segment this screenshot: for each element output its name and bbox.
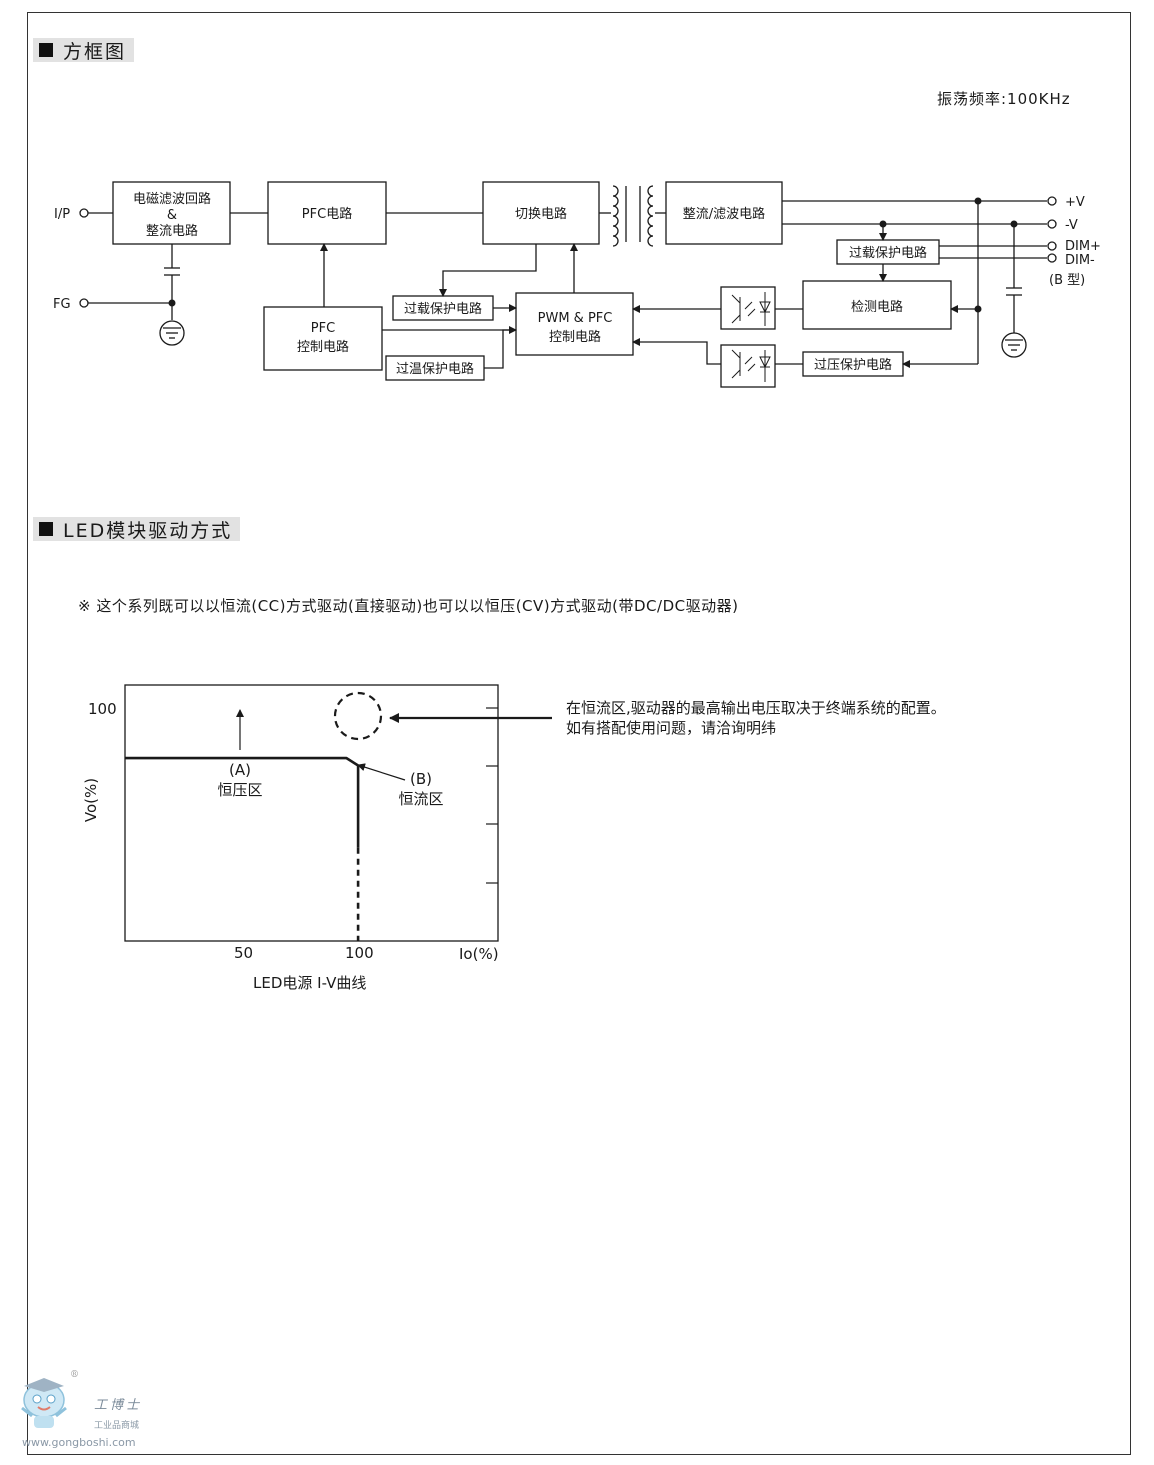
region-b-arrow xyxy=(357,763,406,781)
vminus-label: -V xyxy=(1065,218,1078,233)
pfc-ctrl-label-2: 控制电路 xyxy=(297,339,349,355)
knee-highlight-circle xyxy=(333,691,383,741)
region-a-name: 恒压区 xyxy=(217,781,262,799)
mascot-icon xyxy=(21,1378,67,1428)
y-tick-100: 100 xyxy=(88,700,117,718)
annotation-line-1: 在恒流区,驱动器的最高输出电压取决于终端系统的配置。 xyxy=(566,699,946,717)
section-bullet-icon xyxy=(39,522,53,536)
ip-label: I/P xyxy=(54,207,70,222)
switch-label: 切换电路 xyxy=(515,206,567,222)
pwm-label-2: 控制电路 xyxy=(549,329,601,345)
frequency-label: 振荡频率:100KHz xyxy=(937,90,1071,108)
dimminus-label: DIM- xyxy=(1065,253,1095,268)
region-a-label: (A) xyxy=(229,761,251,779)
registered-mark: ® xyxy=(70,1370,79,1380)
chart-caption: LED电源 I-V曲线 xyxy=(253,974,366,992)
x-tick-100: 100 xyxy=(345,944,374,962)
region-b-name: 恒流区 xyxy=(398,790,443,808)
rectifier-label: 整流/滤波电路 xyxy=(683,206,765,222)
fg-label: FG xyxy=(53,297,71,312)
vplus-label: +V xyxy=(1065,195,1085,210)
watermark-logo: ® 工博士 工业品商城 www.gongboshi.com xyxy=(14,1370,164,1454)
drive-mode-note: ※ 这个系列既可以以恒流(CC)方式驱动(直接驱动)也可以以恒压(CV)方式驱动… xyxy=(78,597,739,615)
emi-label-3: 整流电路 xyxy=(146,223,198,239)
emi-label-2: & xyxy=(167,208,177,223)
detect-label: 检测电路 xyxy=(851,299,903,315)
region-b-label: (B) xyxy=(410,770,432,788)
btype-label: (B 型) xyxy=(1049,273,1085,288)
block-diagram: 电磁滤波回路 & 整流电路 PFC电路 切换电路 整流/滤波电路 过载保护电路 … xyxy=(53,181,1101,388)
plot-area xyxy=(124,684,499,942)
pfc-label: PFC电路 xyxy=(302,206,352,222)
block-diagram-section-header: 方框图 xyxy=(33,38,135,63)
dimplus-label: DIM+ xyxy=(1065,239,1101,254)
ovp-label: 过压保护电路 xyxy=(814,357,892,373)
optocoupler-bottom xyxy=(720,344,776,388)
led-drive-section-header: LED模块驱动方式 xyxy=(33,517,241,542)
brand-url: www.gongboshi.com xyxy=(22,1436,136,1449)
y-axis-label: Vo(%) xyxy=(82,778,100,822)
section-title: 方框图 xyxy=(63,40,127,63)
page-frame xyxy=(27,12,1131,1455)
right-ticks xyxy=(486,707,498,884)
olp-left-label: 过载保护电路 xyxy=(404,301,482,317)
brand-subtitle: 工业品商城 xyxy=(94,1421,140,1431)
iv-curve-line xyxy=(125,756,360,848)
x-axis-label: Io(%) xyxy=(459,945,499,963)
emi-label-1: 电磁滤波回路 xyxy=(133,191,211,207)
optocoupler-top xyxy=(720,286,776,330)
x-tick-50: 50 xyxy=(234,944,253,962)
pfc-control-block xyxy=(263,306,383,371)
section-bullet-icon xyxy=(39,43,53,57)
brand-name: 工博士 xyxy=(94,1398,143,1413)
otp-label: 过温保护电路 xyxy=(396,361,474,377)
olp-right-label: 过载保护电路 xyxy=(849,245,927,261)
pfc-ctrl-label-1: PFC xyxy=(311,321,335,336)
olp-right-block xyxy=(836,239,940,265)
annotation-line-2: 如有搭配使用问题，请洽询明纬 xyxy=(566,719,776,737)
pwm-label-1: PWM & PFC xyxy=(538,311,613,326)
section-title: LED模块驱动方式 xyxy=(63,519,233,542)
iv-chart: 100 50 100 Io(%) Vo(%) LED电源 I-V曲线 (A) 恒… xyxy=(82,684,946,992)
